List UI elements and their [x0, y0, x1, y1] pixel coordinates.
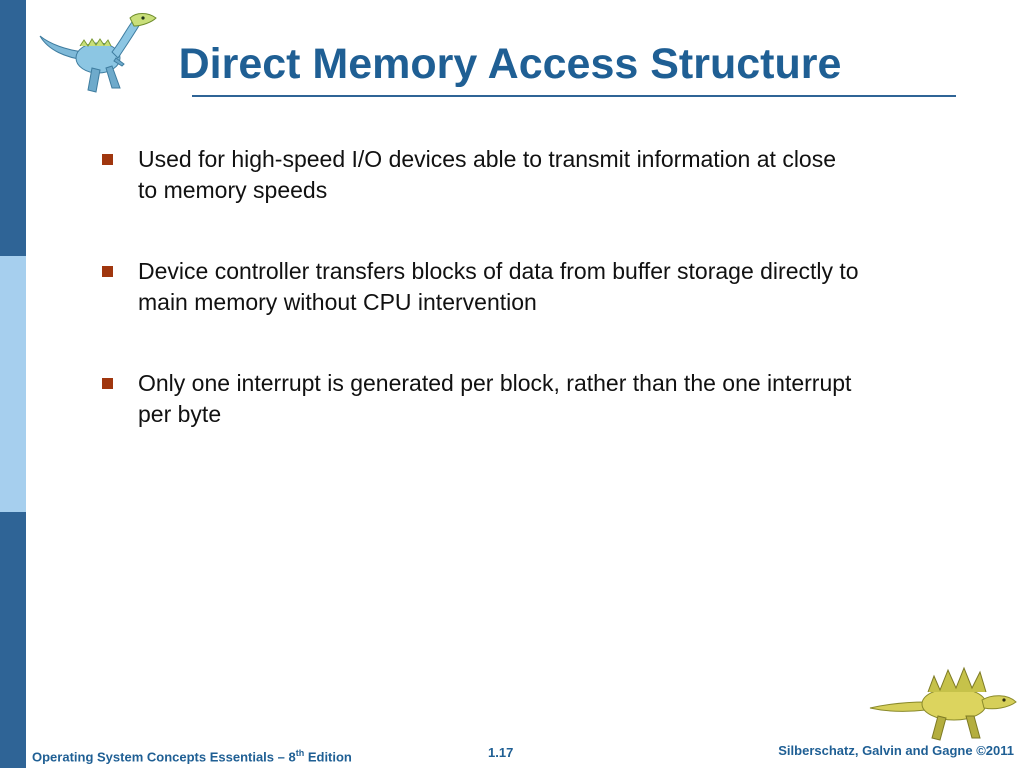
square-bullet-icon [102, 266, 113, 277]
side-bar-bottom [0, 512, 26, 768]
square-bullet-icon [102, 154, 113, 165]
footer-book-suffix: Edition [304, 749, 352, 765]
bullet-text-line: Used for high-speed I/O devices able to … [138, 146, 837, 172]
footer-book-superscript: th [295, 748, 305, 758]
title-divider [192, 95, 956, 97]
footer-book-prefix: Operating System Concepts Essentials – 8 [32, 749, 296, 765]
side-bar-top [0, 0, 26, 256]
slide-title: Direct Memory Access Structure [178, 40, 842, 88]
square-bullet-icon [102, 378, 113, 389]
dinosaur-icon [869, 666, 1017, 741]
dinosaur-icon [39, 13, 157, 93]
bullet-text-line: to memory speeds [138, 177, 328, 203]
bullet-item: Used for high-speed I/O devices able to … [100, 144, 960, 206]
bullet-text-line: main memory without CPU intervention [138, 289, 537, 315]
side-bar-middle [0, 256, 26, 512]
page-number: 1.17 [488, 745, 514, 760]
bullet-item: Device controller transfers blocks of da… [100, 256, 960, 318]
footer-book-title: Operating System Concepts Essentials – 8… [32, 744, 352, 766]
footer-copyright: Silberschatz, Galvin and Gagne ©2011 [778, 743, 1014, 758]
bullet-text-line: per byte [138, 401, 222, 427]
bullet-text-line: Only one interrupt is generated per bloc… [138, 370, 852, 396]
bullet-text-line: Device controller transfers blocks of da… [138, 258, 859, 284]
bullet-item: Only one interrupt is generated per bloc… [100, 368, 960, 430]
bullet-list: Used for high-speed I/O devices able to … [100, 144, 960, 480]
